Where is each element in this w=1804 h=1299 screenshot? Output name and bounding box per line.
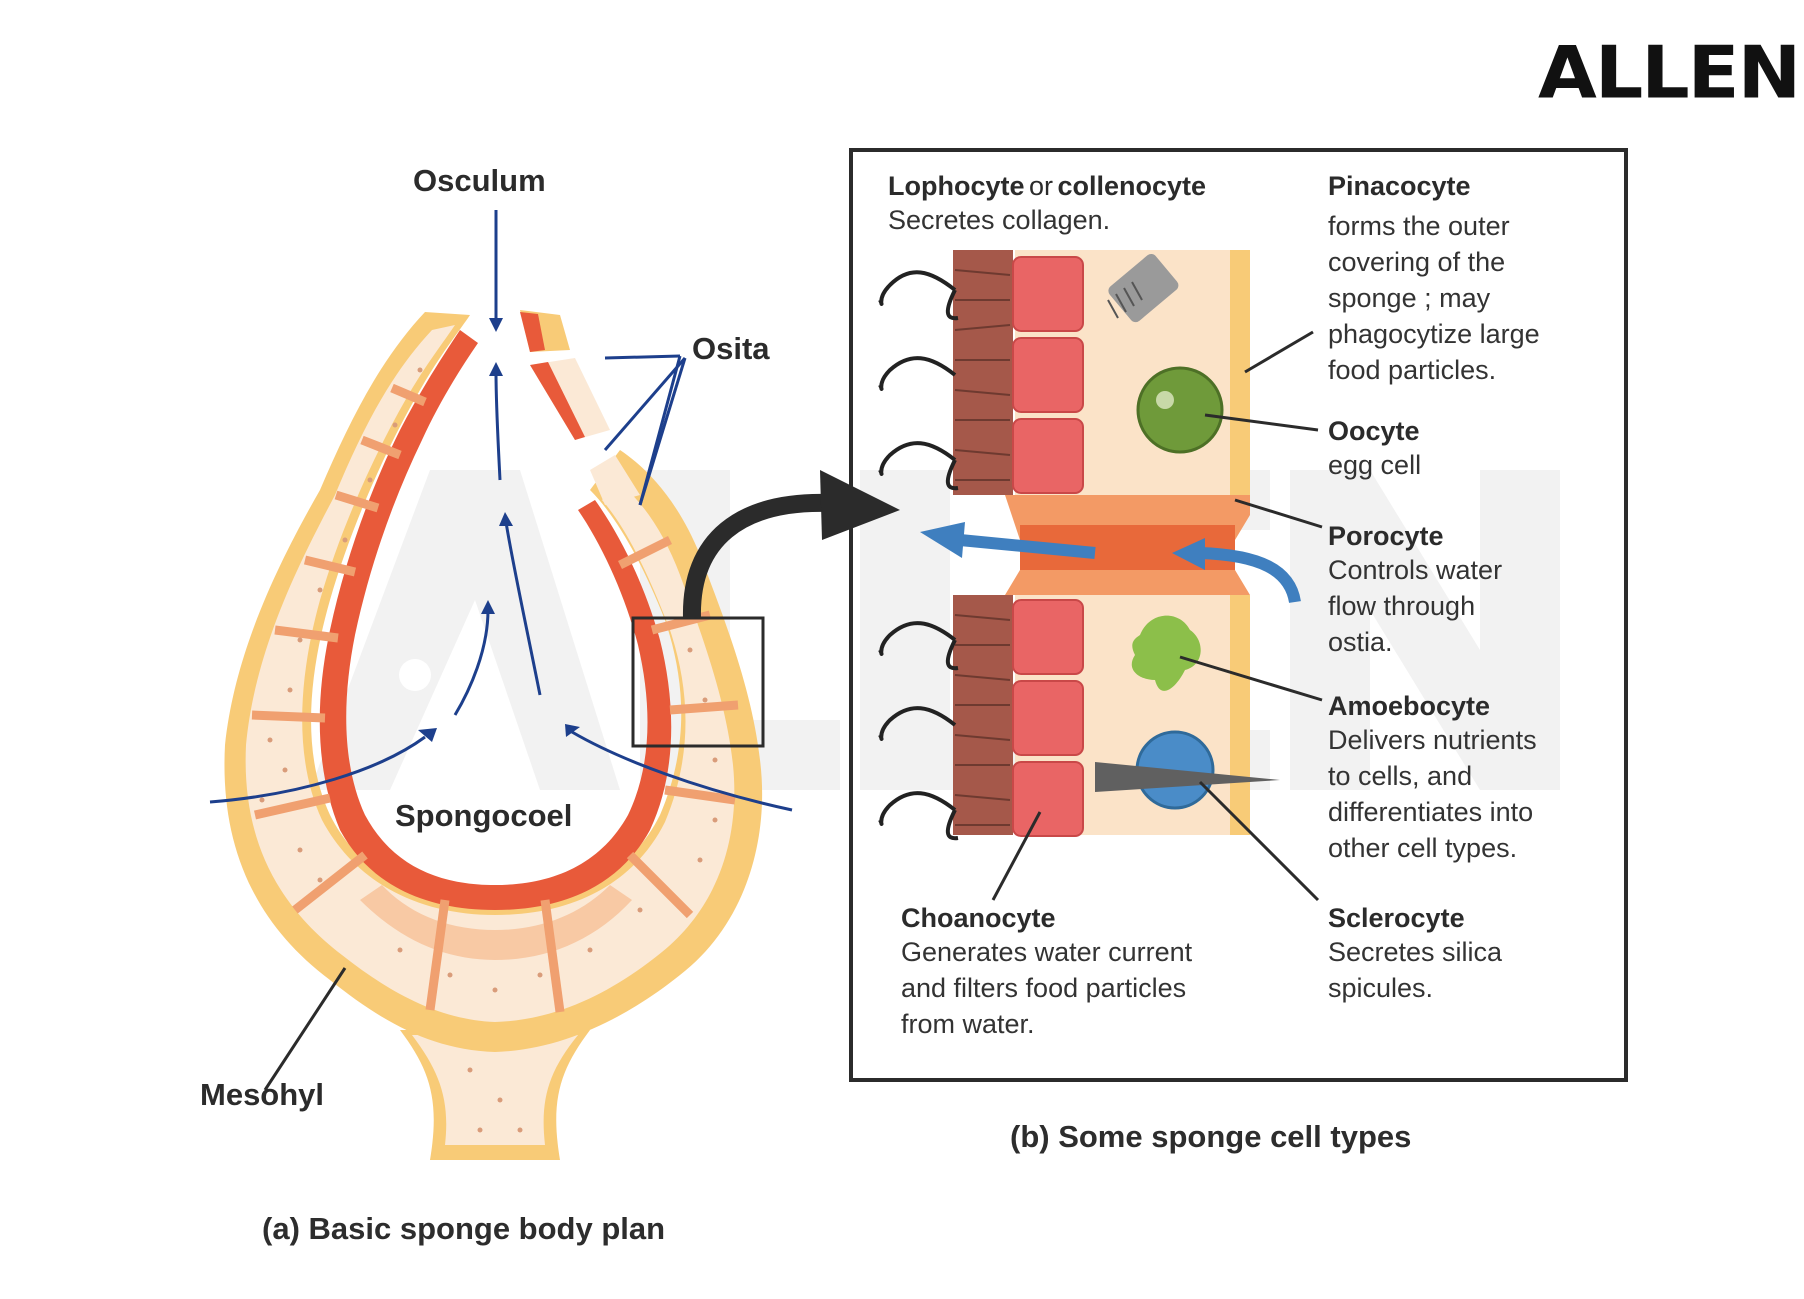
pinacocyte-pointer bbox=[1244, 330, 1314, 374]
cell-panel-frame bbox=[849, 148, 1628, 1082]
pinacocyte-block: Pinacocyte forms the outer covering of t… bbox=[1328, 170, 1540, 388]
sclerocyte-pointer bbox=[1198, 780, 1320, 902]
lophocyte-name: Lophocyte bbox=[888, 171, 1025, 201]
choanocyte-name: Choanocyte bbox=[901, 903, 1056, 933]
pinacocyte-desc-line: covering of the bbox=[1328, 247, 1506, 278]
amoebocyte-desc-line: differentiates into bbox=[1328, 797, 1534, 828]
choanocyte-block: Choanocyte Generates water current and f… bbox=[901, 902, 1192, 1042]
oocyte-block: Oocyte egg cell bbox=[1328, 415, 1421, 483]
pinacocyte-desc-line: food particles. bbox=[1328, 355, 1497, 386]
pinacocyte-desc-line: forms the outer bbox=[1328, 211, 1510, 242]
caption-a: (a) Basic sponge body plan bbox=[262, 1211, 666, 1246]
collenocyte-name: collenocyte bbox=[1057, 171, 1206, 201]
amoebocyte-desc-line: other cell types. bbox=[1328, 833, 1518, 864]
zoom-arrow bbox=[682, 493, 831, 619]
porocyte-pointer bbox=[1234, 498, 1323, 529]
choanocyte-layer bbox=[319, 330, 672, 910]
sclerocyte-block: Sclerocyte Secretes silica spicules. bbox=[1328, 902, 1502, 1006]
porocyte-name: Porocyte bbox=[1328, 521, 1444, 551]
choanocyte-desc-line: Generates water current bbox=[901, 937, 1193, 968]
amoebocyte-cell bbox=[1131, 615, 1201, 691]
lophocyte-block: Lophocyte or collenocyte Secretes collag… bbox=[888, 170, 1206, 238]
choanocyte-desc-line: and filters food particles bbox=[901, 973, 1187, 1004]
choanocyte-pointer bbox=[991, 811, 1042, 901]
choanocyte-cells bbox=[1012, 256, 1084, 837]
choanocyte-desc-line: from water. bbox=[901, 1009, 1035, 1040]
mesohyl-texture bbox=[259, 367, 718, 1133]
choanocyte-collars bbox=[953, 250, 1013, 835]
lophocyte-desc: Secretes collagen. bbox=[888, 205, 1111, 236]
porocyte-block: Porocyte Controls water flow through ost… bbox=[1328, 520, 1502, 660]
osita-label: Osita bbox=[692, 331, 770, 366]
oocyte-pointer bbox=[1204, 413, 1319, 432]
amoebocyte-desc-line: Delivers nutrients bbox=[1328, 725, 1537, 756]
osculum-label: Osculum bbox=[413, 163, 546, 198]
pinacocyte-desc-line: phagocytize large bbox=[1328, 319, 1540, 350]
oocyte-cell bbox=[1136, 366, 1224, 454]
lophocyte-cell bbox=[1107, 254, 1179, 323]
caption-b: (b) Some sponge cell types bbox=[1010, 1119, 1412, 1154]
lophocyte-connector: or bbox=[1028, 171, 1053, 201]
zoom-box bbox=[631, 616, 765, 748]
oocyte-name: Oocyte bbox=[1328, 416, 1420, 446]
pinacocyte-desc-line: sponge ; may bbox=[1328, 283, 1491, 314]
porocyte-desc-line: Controls water bbox=[1328, 555, 1503, 586]
oocyte-desc-line: egg cell bbox=[1328, 450, 1422, 481]
amoebocyte-name: Amoebocyte bbox=[1328, 691, 1491, 721]
spicule bbox=[1095, 762, 1280, 792]
pinacocyte-name: Pinacocyte bbox=[1328, 171, 1471, 201]
spongocoel-label: Spongocoel bbox=[395, 798, 573, 833]
sclerocyte-name: Sclerocyte bbox=[1328, 903, 1465, 933]
water-flow-arrows bbox=[920, 522, 1301, 604]
allen-logo: ALLEN bbox=[1538, 30, 1801, 115]
porocyte-desc-line: flow through bbox=[1328, 591, 1476, 622]
mesohyl-label: Mesohyl bbox=[200, 1077, 325, 1112]
flagella bbox=[878, 270, 959, 841]
porocyte-desc-line: ostia. bbox=[1328, 627, 1393, 658]
amoebocyte-block: Amoebocyte Delivers nutrients to cells, … bbox=[1328, 690, 1537, 866]
amoebocyte-desc-line: to cells, and bbox=[1328, 761, 1473, 792]
sclerocyte-desc-line: Secretes silica bbox=[1328, 937, 1503, 968]
sclerocyte-desc-line: spicules. bbox=[1328, 973, 1434, 1004]
amoebocyte-pointer bbox=[1179, 655, 1323, 702]
mesohyl-pointer bbox=[263, 967, 347, 1091]
